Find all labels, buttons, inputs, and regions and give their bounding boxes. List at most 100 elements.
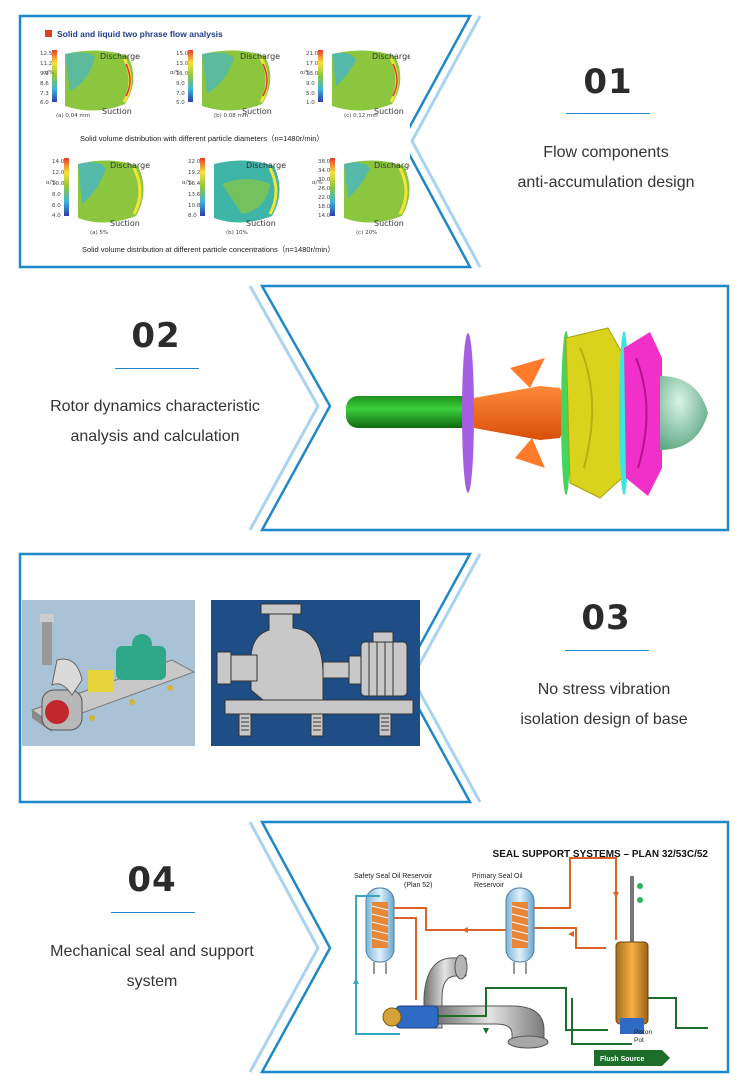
tick: 5.0 [176,100,185,106]
disc-purple [462,333,474,493]
section-number: 01 [583,62,633,102]
subfigure-label: (c) 20% [356,230,377,236]
unit-label: α/% [300,70,311,76]
tick: 10.8 [188,203,201,209]
safety-reservoir-label: Safety Seal Oil Reservoir [354,873,433,880]
seal-cartridge [395,1005,439,1029]
figure-heading: Solid and liquid two phrase flow analysi… [57,29,223,39]
number-underline [115,368,199,369]
caption-row-2: Solid volume distribution at different p… [82,245,335,254]
description-line-1: Rotor dynamics characteristic [50,398,260,415]
suction-label: Suction [374,219,404,228]
piston-pot-rod [630,876,634,946]
description-line-1: Flow components [543,144,669,161]
tick: 7.0 [176,91,185,97]
section-number: 02 [131,316,181,356]
plot-5: α/% 22.0 19.2 16.4 13.6 10.8 8.0 Dischar… [182,158,286,236]
tick: 14.0 [52,159,65,165]
tick: 9.0 [306,81,315,87]
tick: 6.0 [40,100,49,106]
tick: 8.6 [40,81,49,87]
unit-label: α/% [46,180,57,186]
tick: 13.0 [176,61,189,67]
plot-2: α/% 15.0 13.0 11.0 9.0 7.0 5.0 Discharge… [170,50,280,119]
unit-label: α/% [170,70,181,76]
plot-3: α/% 21.0 17.0 13.0 9.0 5.0 1.0 Discharge… [300,50,410,119]
tick: 1.0 [306,100,315,106]
unit-label: α/% [43,70,54,76]
description-line-1: No stress vibration [537,681,671,698]
suction-label: Suction [246,219,276,228]
tick: 8.0 [52,192,61,198]
primary-reservoir-sublabel: Reservoir [474,882,505,889]
tick: 18.0 [318,204,331,210]
tick: 38.0 [318,159,331,165]
tick: 12.0 [52,170,65,176]
tick: 17.0 [306,61,319,67]
unit-label: α/% [312,180,323,186]
section-04: 04 Mechanical seal and support system SE… [0,818,750,1078]
discharge-label: Discharge [372,52,410,61]
tick: 26.0 [318,186,331,192]
primary-reservoir-label: Primary Seal Oil [472,873,523,880]
impeller-magenta [624,332,662,496]
piston-label: Piston [634,1029,652,1036]
section-description: Flow components anti-accumulation design [486,138,726,198]
subfigure-label: (c) 0.12 mm [344,113,378,119]
suction-label: Suction [110,219,140,228]
tick: 12.5 [40,51,53,57]
discharge-label: Discharge [374,161,410,170]
tick: 34.0 [318,168,331,174]
description-line-2: anti-accumulation design [517,174,695,191]
description-line-2: system [126,973,178,990]
suction-label: Suction [374,107,404,116]
heading-marker [45,30,52,37]
unit-label: α/% [182,180,193,186]
discharge-label: Discharge [246,161,286,170]
tick: 22.0 [318,195,331,201]
tick: 13.0 [306,71,319,77]
number-underline [111,912,195,913]
description-line-1: Mechanical seal and support [50,943,254,960]
impeller-yellow [565,327,626,499]
pot-label: Pot [634,1037,644,1044]
number-underline [566,113,650,114]
caption-row-1: Solid volume distribution with different… [80,134,324,143]
tick: 5.0 [306,91,315,97]
description-line-2: isolation design of base [520,711,688,728]
tick: 9.0 [176,81,185,87]
shaft [346,396,476,428]
section-number: 04 [127,860,177,900]
section-number: 03 [581,598,631,638]
tick: 15.0 [176,51,189,57]
description-line-2: analysis and calculation [70,428,240,445]
tick: 8.0 [188,213,197,219]
section-03: 03 No stress vibration isolation design … [0,548,750,808]
tick: 11.2 [40,61,52,67]
tick: 21.0 [306,51,319,57]
tick: 10.0 [52,181,65,187]
section-04-frame [248,820,730,1074]
nose-cone [660,376,708,450]
tick: 7.3 [40,91,49,97]
plot-1: α/% 12.5 11.2 9.9 8.6 7.3 6.0 Discharge … [40,50,140,119]
plot-6: α/% 38.0 34.0 30.0 26.0 22.0 18.0 14.0 D… [312,158,410,236]
tick: 14.0 [318,213,331,219]
subfigure-label: (a) 0.04 mm [56,113,90,119]
number-underline [565,650,649,651]
pump-base-3d-model [22,600,195,746]
tick: 19.2 [188,170,200,176]
diagram-title: SEAL SUPPORT SYSTEMS – PLAN 32/53C/52 [493,849,709,860]
discharge-label: Discharge [100,52,140,61]
tick: 16.4 [188,181,201,187]
section-description: Rotor dynamics characteristic analysis a… [30,392,280,452]
section-02: 02 Rotor dynamics characteristic analysi… [0,282,750,536]
tick: 22.0 [188,159,201,165]
hub [474,386,570,440]
rotor-model-illustration [346,327,708,499]
subfigure-label: (b) 10% [226,230,248,236]
tick: 30.0 [318,177,331,183]
pump-base-schematic [211,600,420,746]
flush-source-label: Flush Source [600,1056,644,1063]
flow-analysis-svg: Solid and liquid two phrase flow analysi… [40,29,410,254]
